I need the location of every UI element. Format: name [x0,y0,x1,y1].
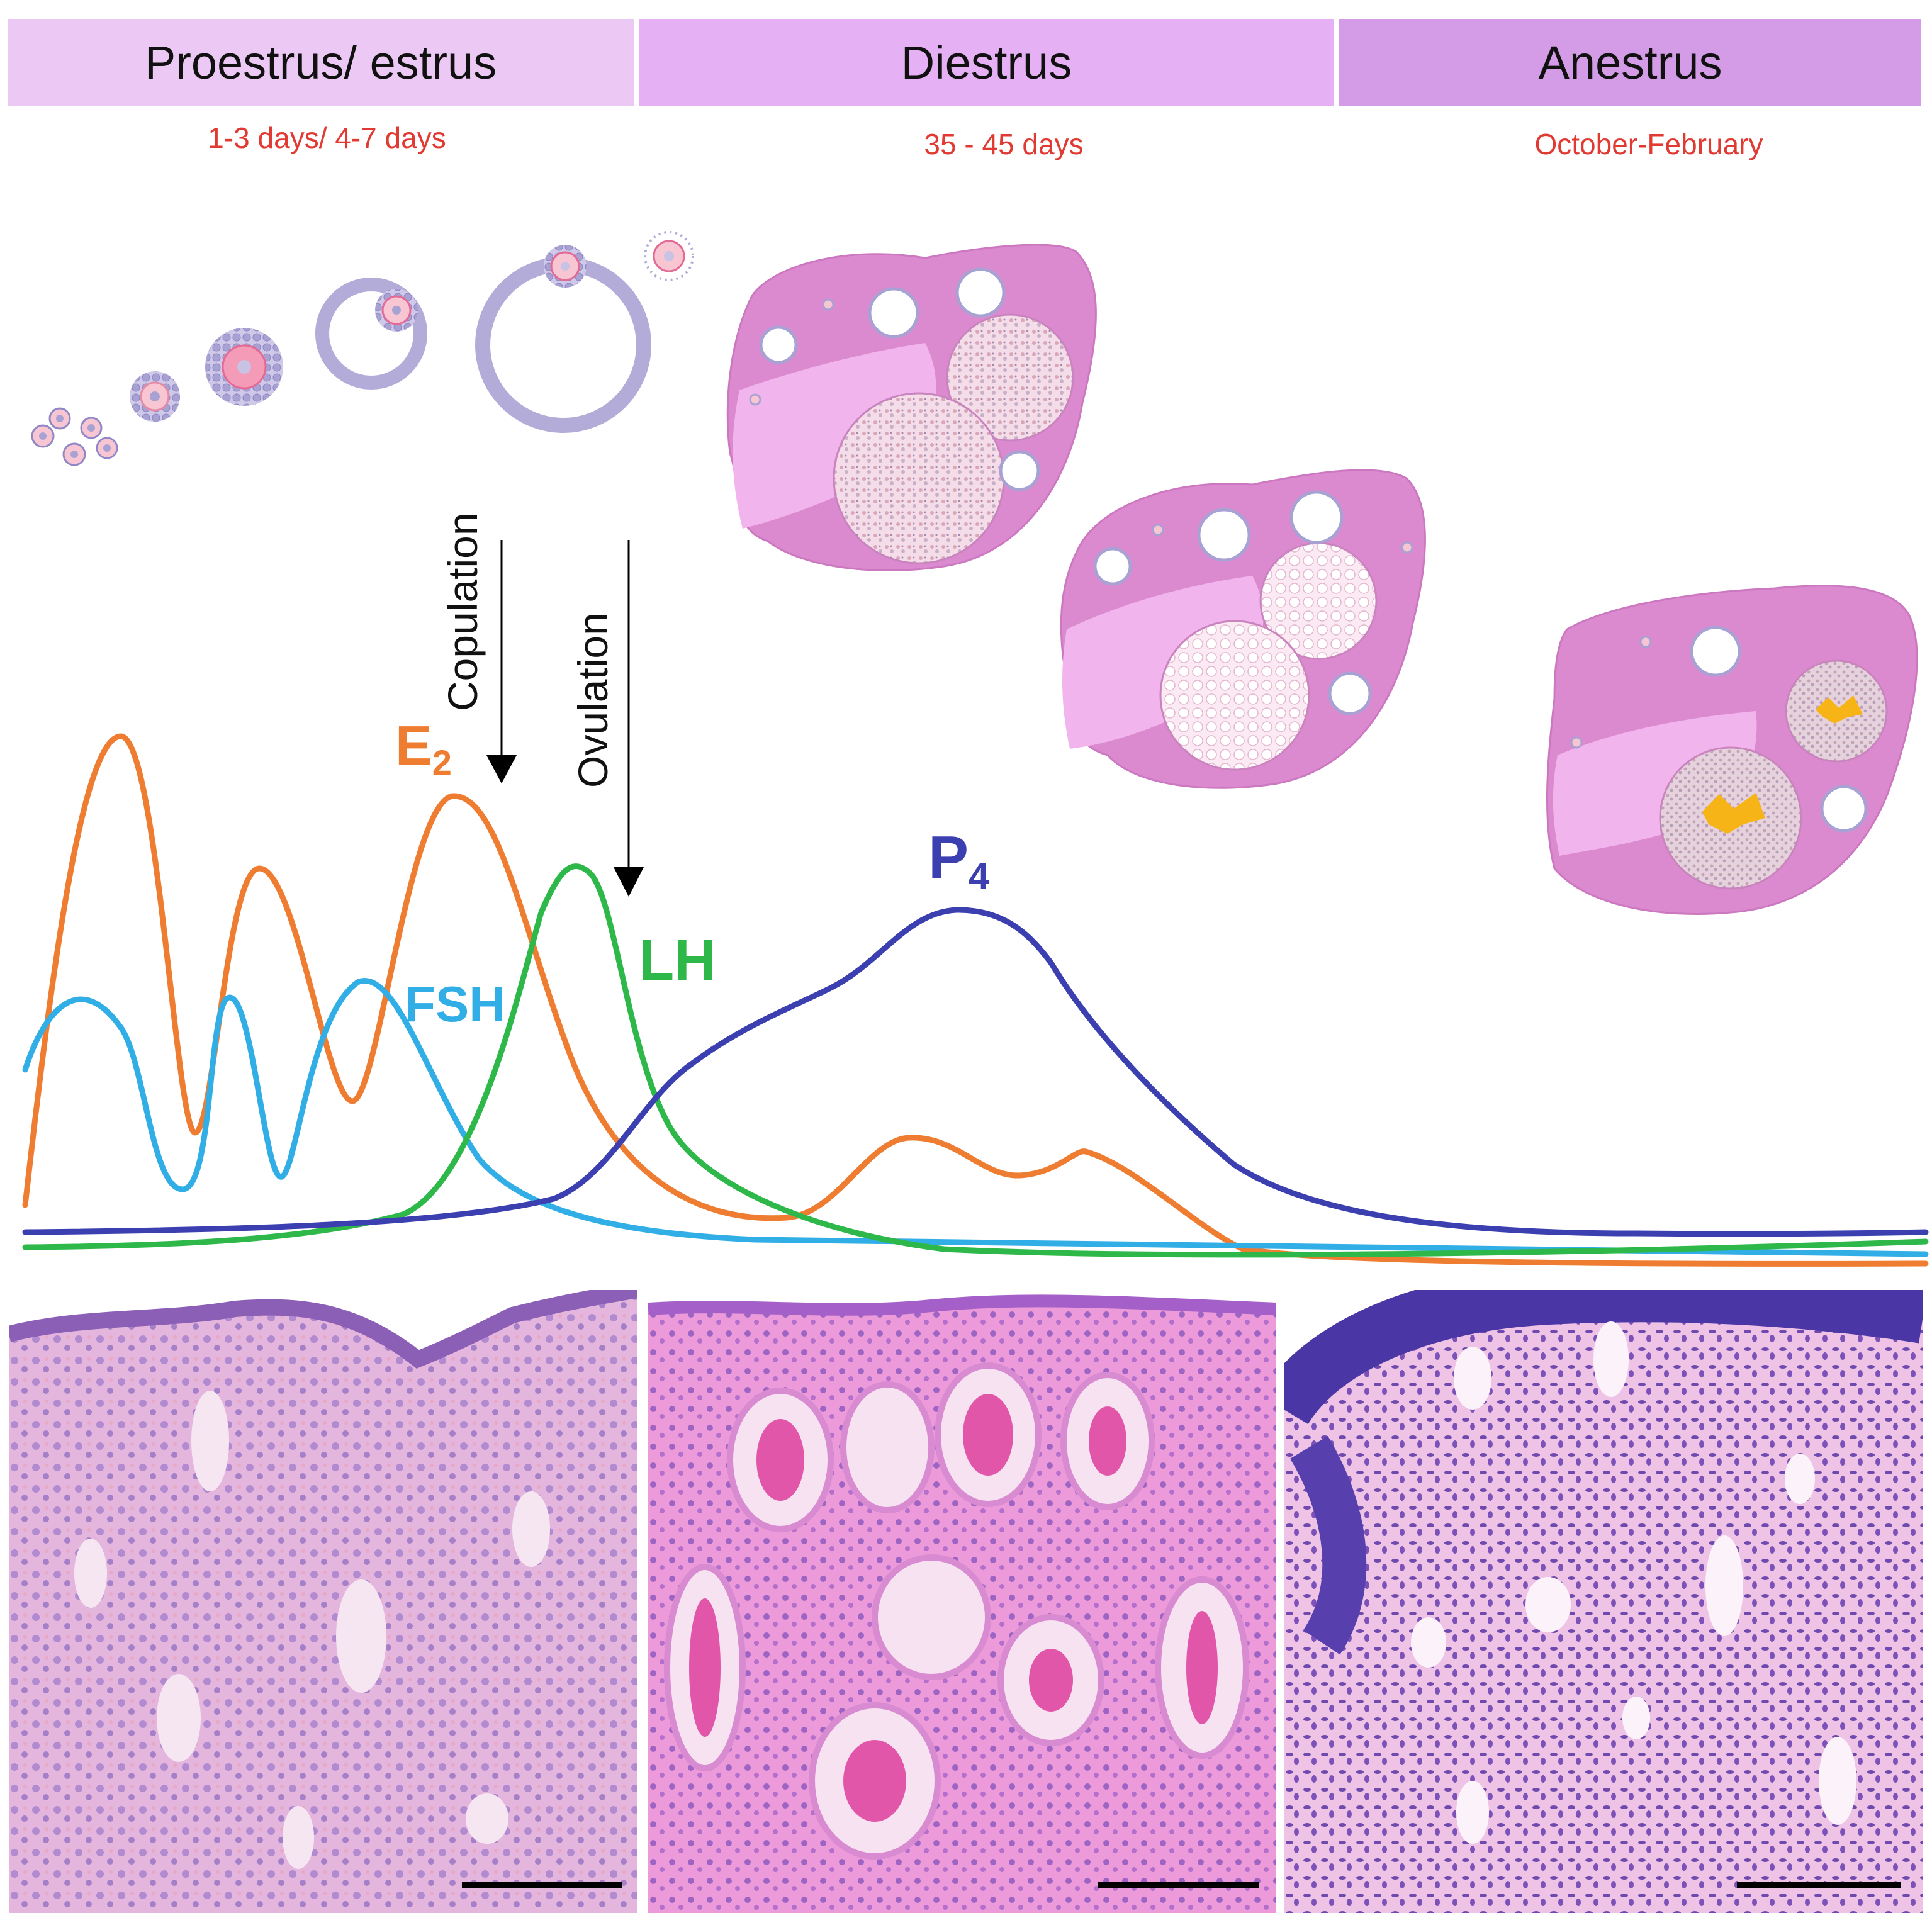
phase-title-anestrus: Anestrus [1538,36,1722,89]
phase-band-anestrus: Anestrus [1339,19,1921,106]
p4-label-sub: 4 [969,855,990,897]
scale-bar-icon [1737,1882,1901,1888]
phase-duration-diestrus: 35 - 45 days [924,128,1084,160]
e2-curve [22,733,1929,1267]
copulation-label: Copulation [439,512,486,711]
preovulatory-follicle [475,245,651,433]
ovulated-oocyte [644,231,694,281]
ovary-anestrus-icon [1546,585,1918,915]
phase-duration-proestrus: 1-3 days/ 4-7 days [208,121,446,154]
e2-label-main: E [395,714,432,777]
phase-band-diestrus: Diestrus [639,19,1334,106]
ovary-diestrus-late-icon [1060,469,1426,789]
ovulation-label: Ovulation [570,612,616,788]
phase-title-proestrus: Proestrus/ estrus [144,36,497,89]
phase-band-proestrus: Proestrus/ estrus [8,19,634,106]
ovulation-arrow [614,540,644,897]
fsh-label: FSH [405,976,505,1032]
ovary-diestrus-early-icon [726,244,1097,571]
hormone-diagram: Copulation Ovulation E2 FSH LH P4 [22,231,1929,1267]
e2-label-sub: 2 [432,743,452,782]
lh-curve [22,863,1929,1258]
lh-label: LH [639,928,716,992]
scale-bar-icon [1098,1882,1259,1888]
scale-bar-icon [462,1882,622,1888]
secondary-follicle [205,328,283,406]
copulation-arrow [486,540,517,783]
histology-diestrus-icon [648,1290,1276,1913]
p4-label-main: P [928,824,969,891]
p4-label: P4 [928,824,990,897]
phase-title-diestrus: Diestrus [901,36,1072,89]
fsh-curve [22,978,1929,1257]
antral-follicle [315,278,427,390]
phase-duration-anestrus: October-February [1534,128,1763,160]
e2-label: E2 [395,714,452,782]
histology-anestrus-icon [1284,1290,1923,1913]
primary-follicle [130,371,180,422]
follicle-development-icon [31,231,694,466]
p4-curve [22,907,1929,1237]
primordial-follicles [31,407,118,466]
histology-proestrus-icon [9,1290,637,1913]
